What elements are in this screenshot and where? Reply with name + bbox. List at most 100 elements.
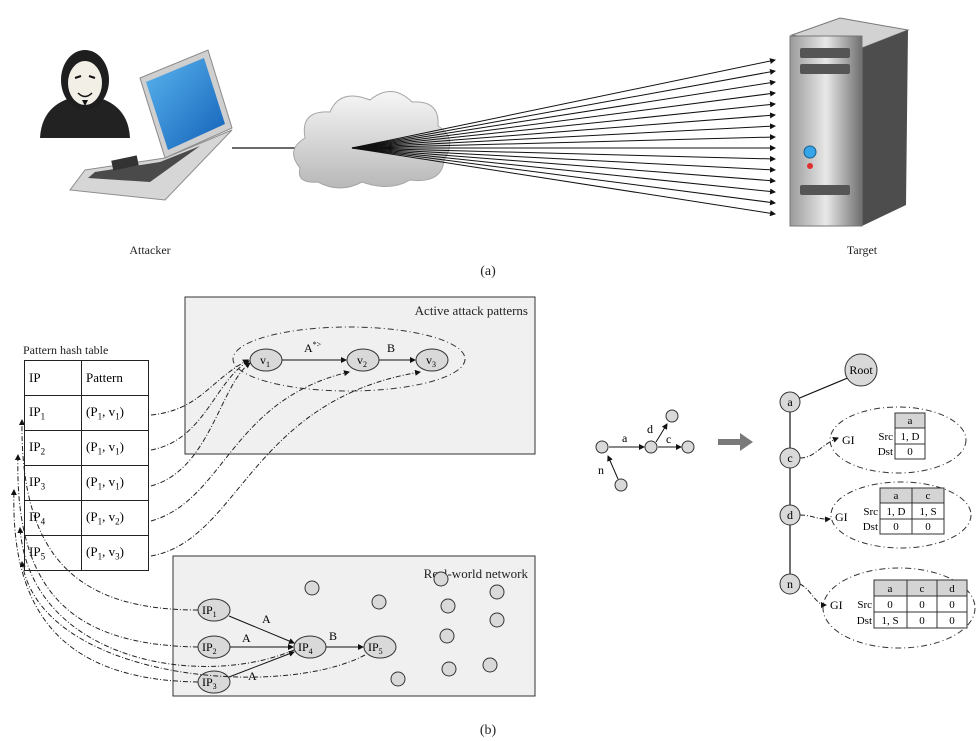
small-graph-label-n: n — [598, 463, 604, 477]
hash-table-ip-cell: IP5 — [24, 535, 82, 571]
rw-node-ip1: IP1 — [197, 598, 231, 622]
hash-table-row: IP5 (P1, v3) — [24, 535, 149, 571]
pattern-edge-b: B — [387, 341, 395, 355]
attacker-label: Attacker — [129, 243, 170, 257]
svg-text:v1: v1 — [260, 353, 270, 369]
hash-table-title: Pattern hash table — [23, 343, 108, 357]
hash-table-pattern-cell: (P1, v1) — [81, 430, 149, 466]
svg-text:Dst: Dst — [857, 615, 872, 627]
small-graph-label-d: d — [647, 422, 653, 436]
svg-text:IP5: IP5 — [368, 640, 383, 656]
tree-root: Root — [844, 353, 878, 387]
attack-fan-lines — [351, 58, 776, 217]
gi-table-n: a c d 0 0 0 1, S 0 0 Src Dst — [857, 579, 968, 629]
gi-label-d: GI — [835, 510, 848, 524]
svg-text:0: 0 — [919, 599, 925, 611]
svg-text:a: a — [888, 583, 893, 595]
rw-node-ip3: IP3 — [197, 670, 231, 694]
tree-edges — [789, 376, 851, 584]
hash-table-header-pattern: Pattern — [81, 360, 149, 396]
small-graph-label-c: c — [666, 432, 671, 446]
svg-text:Dst: Dst — [878, 446, 893, 458]
svg-text:0: 0 — [949, 615, 955, 627]
pattern-node-v2: v2 — [346, 348, 380, 372]
svg-text:Dst: Dst — [863, 521, 878, 533]
svg-text:1, S: 1, S — [919, 506, 936, 518]
svg-text:a: a — [908, 415, 913, 427]
svg-text:0: 0 — [949, 599, 955, 611]
svg-text:1, D: 1, D — [887, 506, 906, 518]
gi-label-n: GI — [830, 598, 843, 612]
laptop-icon — [69, 49, 233, 201]
svg-text:Src: Src — [863, 506, 878, 518]
small-graph — [595, 409, 695, 492]
pattern-node-v3: v3 — [415, 348, 449, 372]
active-patterns-title: Active attack patterns — [415, 303, 528, 318]
hash-table-header-ip: IP — [24, 360, 82, 396]
caption-b: (b) — [480, 723, 497, 738]
svg-text:IP1: IP1 — [202, 603, 217, 619]
hash-table-ip-cell: IP3 — [24, 465, 82, 501]
svg-text:Root: Root — [849, 363, 873, 377]
pattern-edge-a: A*> — [304, 340, 322, 355]
gi-ellipse-c — [829, 406, 967, 474]
svg-text:0: 0 — [919, 615, 925, 627]
svg-text:IP2: IP2 — [202, 640, 217, 656]
svg-text:v3: v3 — [426, 353, 436, 369]
svg-text:a: a — [894, 490, 899, 502]
hash-table-row: IP2 (P1, v1) — [24, 430, 149, 466]
table-to-pattern-links — [150, 359, 421, 557]
svg-text:n: n — [787, 577, 793, 591]
rw-unlabeled-nodes — [304, 571, 505, 687]
svg-text:a: a — [787, 395, 793, 409]
real-world-title: Real-world network — [424, 566, 529, 581]
svg-text:c: c — [787, 451, 792, 465]
hash-table-ip-cell: IP1 — [24, 395, 82, 431]
rw-edge-label-4: B — [329, 629, 337, 643]
svg-text:IP4: IP4 — [298, 640, 313, 656]
gi-table-c: a 1, D 0 Src Dst — [878, 412, 926, 460]
hash-table-ip-cell: IP4 — [24, 500, 82, 536]
server-icon — [789, 17, 910, 227]
gi-ellipse-d — [830, 481, 972, 549]
hash-table-pattern-cell: (P1, v3) — [81, 535, 149, 571]
svg-text:0: 0 — [907, 446, 913, 458]
hash-table-header-row: IP Pattern — [24, 360, 149, 396]
target-label: Target — [847, 243, 878, 257]
svg-text:0: 0 — [925, 521, 931, 533]
rw-edge-label-1: A — [262, 612, 271, 626]
rw-node-ip2: IP2 — [197, 635, 231, 659]
svg-text:c: c — [920, 583, 925, 595]
real-world-panel — [172, 555, 536, 697]
svg-text:1, D: 1, D — [901, 431, 920, 443]
hash-table-pattern-cell: (P1, v2) — [81, 500, 149, 536]
rw-edge-label-2: A — [242, 631, 251, 645]
rw-edges — [228, 615, 364, 678]
hash-table-row: IP1 (P1, v1) — [24, 395, 149, 431]
svg-text:Src: Src — [878, 431, 893, 443]
svg-text:Src: Src — [857, 599, 872, 611]
hash-table-pattern-cell: (P1, v1) — [81, 395, 149, 431]
gi-table-d: a c 1, D 1, S 0 0 Src Dst — [863, 487, 945, 535]
tree-node-n: n — [779, 573, 801, 595]
svg-text:d: d — [949, 583, 955, 595]
gi-label-c: GI — [842, 433, 855, 447]
svg-text:0: 0 — [893, 521, 899, 533]
rw-edge-label-3: A — [248, 669, 257, 683]
pattern-hash-table: IP Pattern IP1 (P1, v1) IP2 (P1, v1) IP3… — [24, 360, 149, 571]
hacker-mask-icon — [40, 50, 130, 138]
tree-node-c: c — [779, 447, 801, 469]
svg-text:v2: v2 — [357, 353, 367, 369]
pattern-boundary — [232, 326, 466, 392]
tree-gi-links — [799, 437, 839, 608]
pattern-node-v1: v1 — [249, 348, 283, 372]
rw-node-ip5: IP5 — [363, 635, 397, 659]
rw-node-ip4: IP4 — [293, 635, 327, 659]
svg-text:0: 0 — [887, 599, 893, 611]
svg-text:1, S: 1, S — [881, 615, 898, 627]
right-arrow-icon — [718, 433, 753, 451]
hash-table-row: IP3 (P1, v1) — [24, 465, 149, 501]
tree-node-d: d — [779, 504, 801, 526]
svg-text:d: d — [787, 508, 793, 522]
